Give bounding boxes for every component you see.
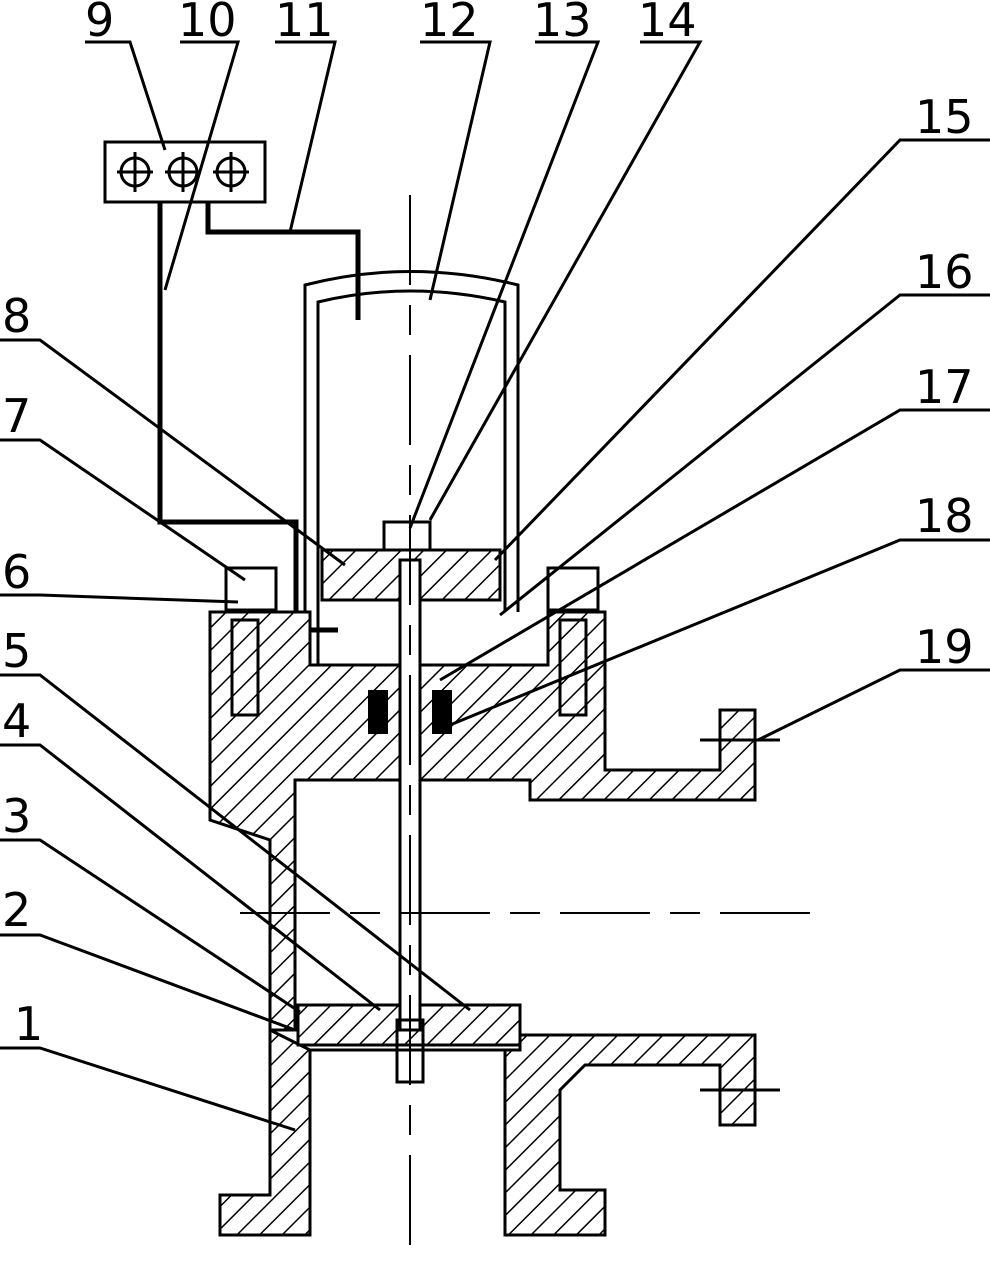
part-label-4: 4	[2, 694, 31, 748]
part-label-14: 14	[638, 0, 697, 47]
part-label-5: 5	[2, 624, 31, 678]
part-label-2: 2	[2, 883, 31, 937]
part-label-12: 12	[420, 0, 479, 47]
part-label-7: 7	[2, 389, 31, 443]
wire-10	[157, 202, 338, 633]
part-label-13: 13	[533, 0, 592, 47]
part-label-8: 8	[2, 289, 31, 343]
leader-lines	[0, 40, 990, 1132]
valve-body	[208, 610, 757, 1032]
bolt-left	[224, 566, 278, 612]
wire-11	[205, 202, 361, 320]
part-label-6: 6	[2, 545, 31, 599]
bolt-right	[546, 566, 600, 612]
part-label-19: 19	[915, 620, 974, 674]
part-label-15: 15	[915, 90, 974, 144]
piston-nut	[382, 520, 432, 552]
part-label-10: 10	[178, 0, 237, 47]
inlet-flange-left	[218, 1027, 312, 1237]
part-label-9: 9	[85, 0, 114, 47]
terminal-box	[103, 140, 267, 204]
terminal-symbol-icon	[165, 152, 201, 192]
terminal-symbol-icon	[213, 152, 249, 192]
part-label-16: 16	[915, 245, 974, 299]
packing-left	[368, 690, 388, 734]
part-label-18: 18	[915, 489, 974, 543]
terminal-symbol-icon	[117, 152, 153, 192]
packing-right	[432, 690, 452, 734]
part-label-1: 1	[14, 997, 43, 1051]
part-label-3: 3	[2, 789, 31, 843]
part-label-11: 11	[275, 0, 334, 47]
bolt-left-shank	[230, 618, 260, 717]
part-label-17: 17	[915, 360, 974, 414]
outlet-lower-flange	[503, 1033, 757, 1237]
